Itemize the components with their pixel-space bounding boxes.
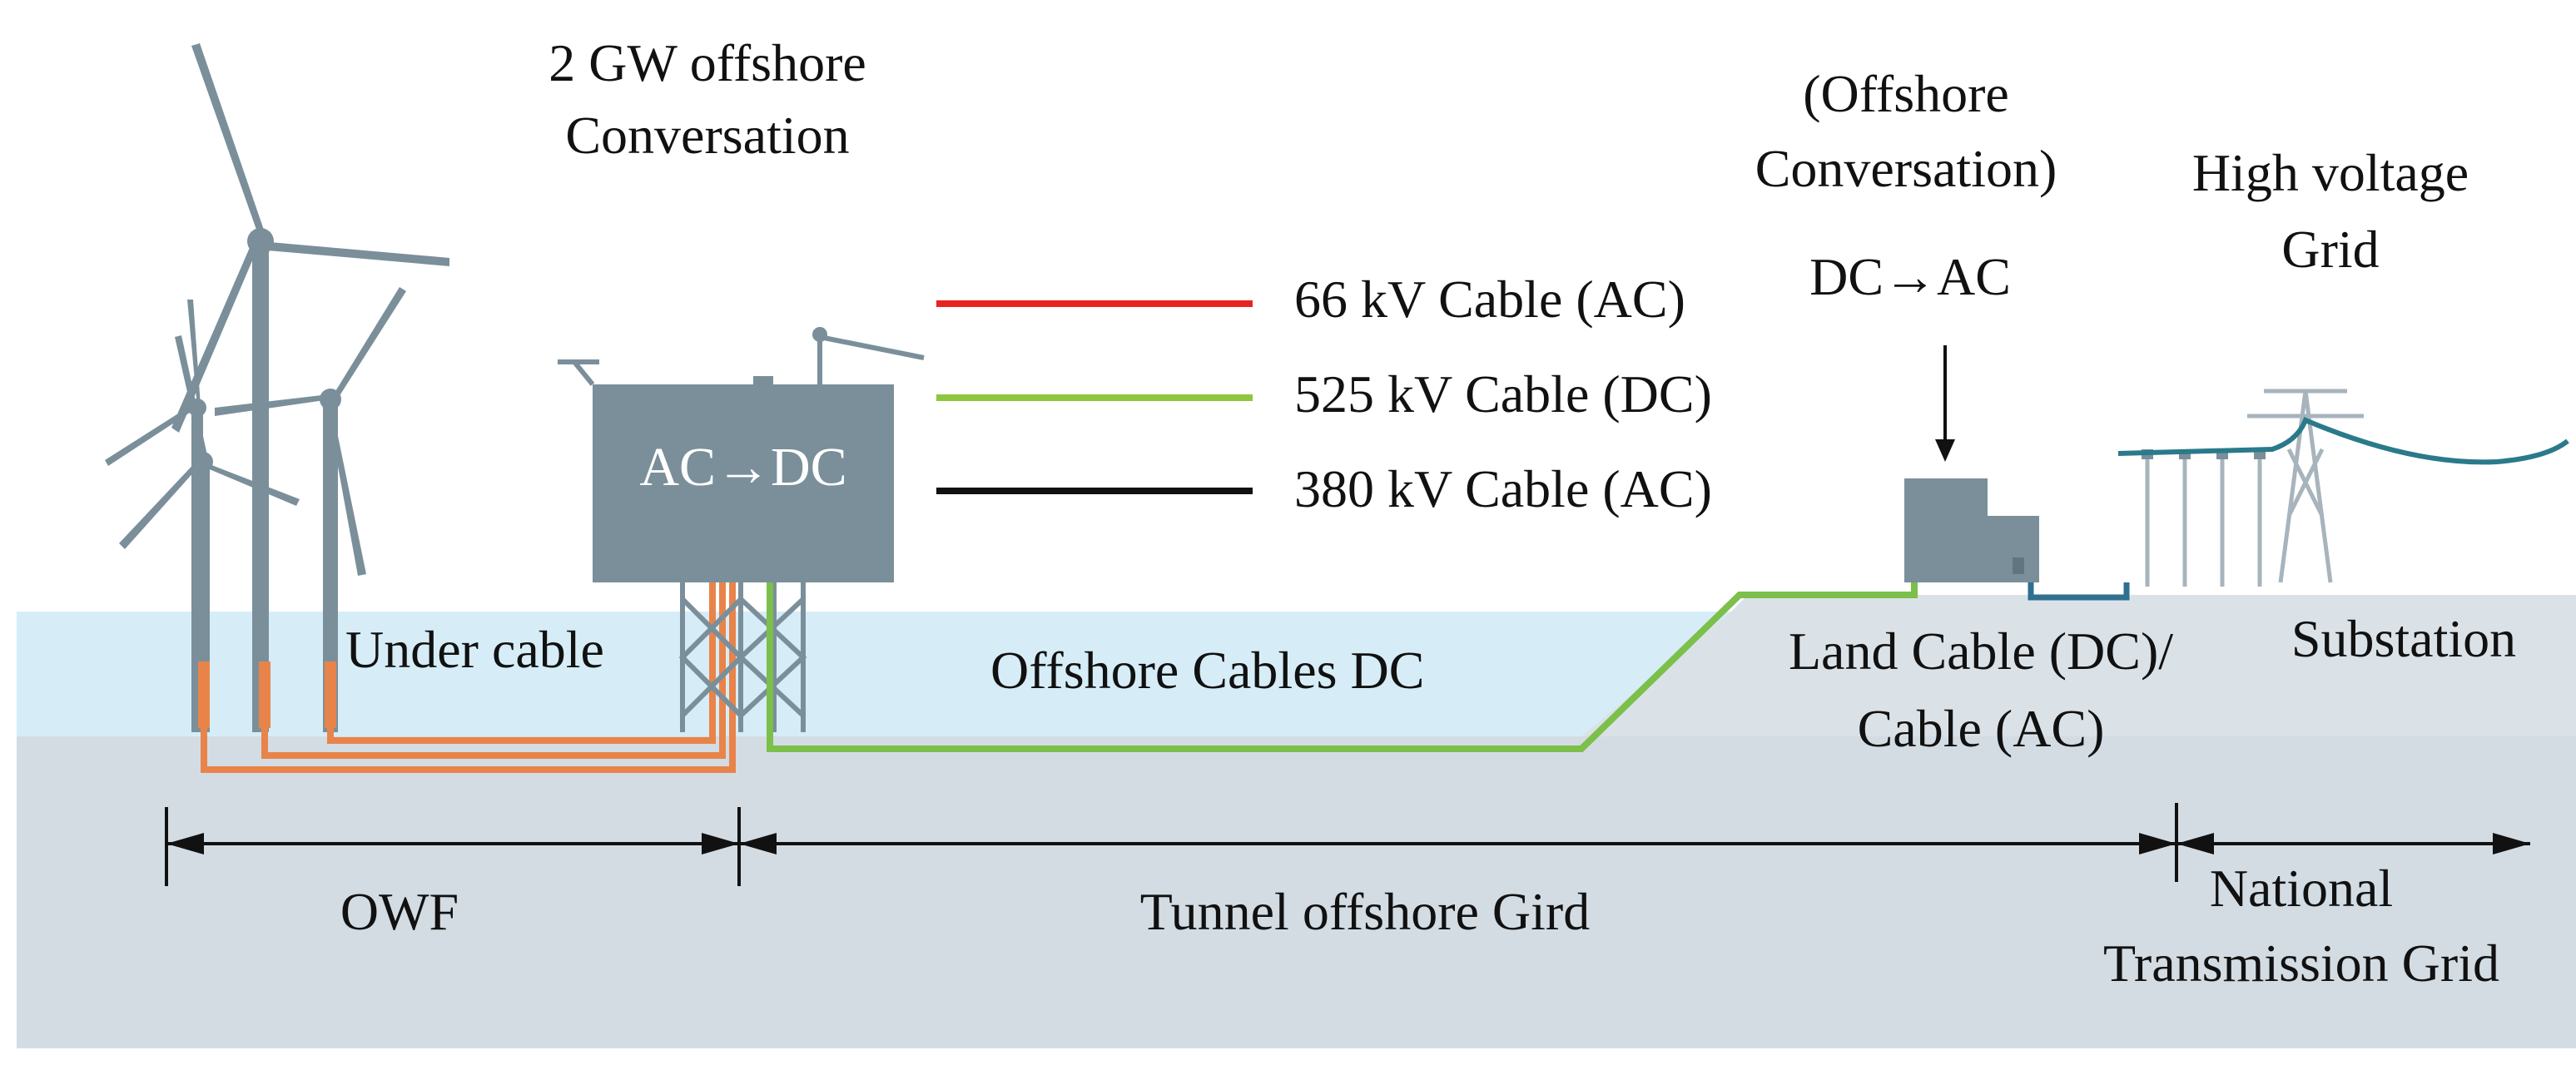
grid-line-2: Grid — [2281, 220, 2380, 279]
under-cable-label: Under cable — [345, 620, 604, 679]
converter-station-icon — [1904, 478, 2039, 582]
turbine-base-highlights — [198, 661, 336, 728]
zone-national-line-1: National — [2209, 859, 2394, 918]
title-line-1: 2 GW offshore — [548, 33, 866, 92]
pylon-icon — [2142, 389, 2364, 587]
offshore-platform-icon — [558, 327, 925, 732]
land-cable-line-2: Cable (AC) — [1857, 699, 2105, 758]
onshore-conversion-line-2: Conversation) — [1755, 139, 2057, 198]
legend-ac-380: 380 kV Cable (AC) — [1294, 459, 1712, 518]
land-cable-line-1: Land Cable (DC)/ — [1788, 622, 2174, 681]
overhead-line — [2117, 417, 2569, 465]
zone-national-line-2: Transmission Grid — [2103, 934, 2499, 993]
title-line-2: Conversation — [565, 106, 850, 165]
offshore-converter-label: AC→DC — [639, 437, 847, 498]
zone-dimension-lines — [165, 803, 2530, 886]
onshore-conversion-label: DC→AC — [1809, 247, 2011, 306]
legend-dc-525: 525 kV Cable (DC) — [1294, 364, 1712, 424]
onshore-conversion-line-1: (Offshore — [1803, 64, 2009, 123]
legend-ac-66: 66 kV Cable (AC) — [1294, 270, 1685, 329]
coastline — [1581, 595, 2576, 736]
legend-lines — [936, 300, 1253, 494]
zone-tunnel: Tunnel offshore Gird — [1139, 882, 1591, 941]
substation-label: Substation — [2291, 609, 2517, 668]
zone-owf: OWF — [340, 882, 459, 941]
sea-water — [17, 612, 1731, 736]
offshore-cables-label: Offshore Cables DC — [990, 641, 1425, 700]
offshore-dc-cable — [767, 578, 1918, 752]
conversion-arrow — [1935, 345, 1955, 462]
land-ac-cable — [2028, 582, 2130, 601]
grid-line-1: High voltage — [2191, 143, 2469, 202]
